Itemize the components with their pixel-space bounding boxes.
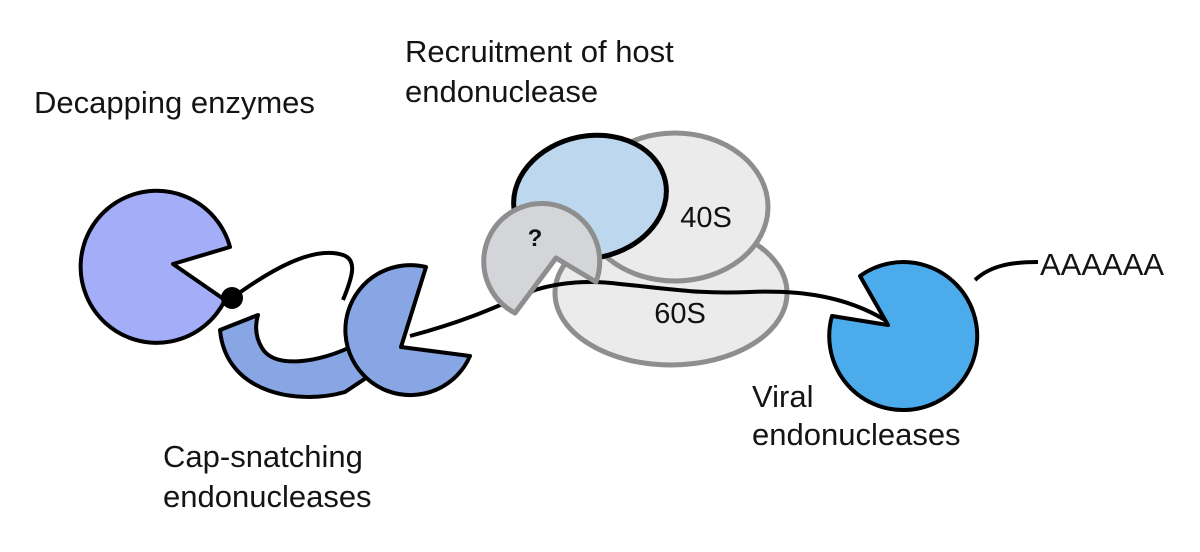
- unknown-factor-mark: ?: [528, 225, 543, 252]
- recruitment-label-line2: endonuclease: [405, 74, 599, 109]
- unknown-host-endonuclease: [481, 201, 603, 316]
- cap-snatching-label-line1: Cap-snatching: [163, 439, 363, 474]
- mrna-strand-3prime-tail: [973, 260, 1039, 282]
- cap-snatching-endonuclease-lower-lobe: [218, 313, 377, 399]
- viral-endonuclease: [827, 260, 980, 413]
- viral-endonucleases-label-line1: Viral: [752, 379, 814, 414]
- mrna-strand-cap-loop: [230, 250, 354, 301]
- viral-endonucleases-label-line2: endonucleases: [752, 417, 961, 452]
- cap-snatching-label-line2: endonucleases: [163, 479, 372, 514]
- poly-a-tail-label: AAAAAA: [1040, 247, 1165, 282]
- ribosome-60s-label: 60S: [654, 298, 706, 330]
- decapping-enzyme: [78, 188, 232, 345]
- decapping-enzymes-label: Decapping enzymes: [34, 85, 315, 120]
- recruitment-label-line1: Recruitment of host: [405, 34, 674, 69]
- ribosome-40s-label: 40S: [680, 202, 732, 234]
- mrna-5prime-cap: [221, 287, 243, 309]
- cap-snatching-endonuclease-main: [343, 263, 472, 398]
